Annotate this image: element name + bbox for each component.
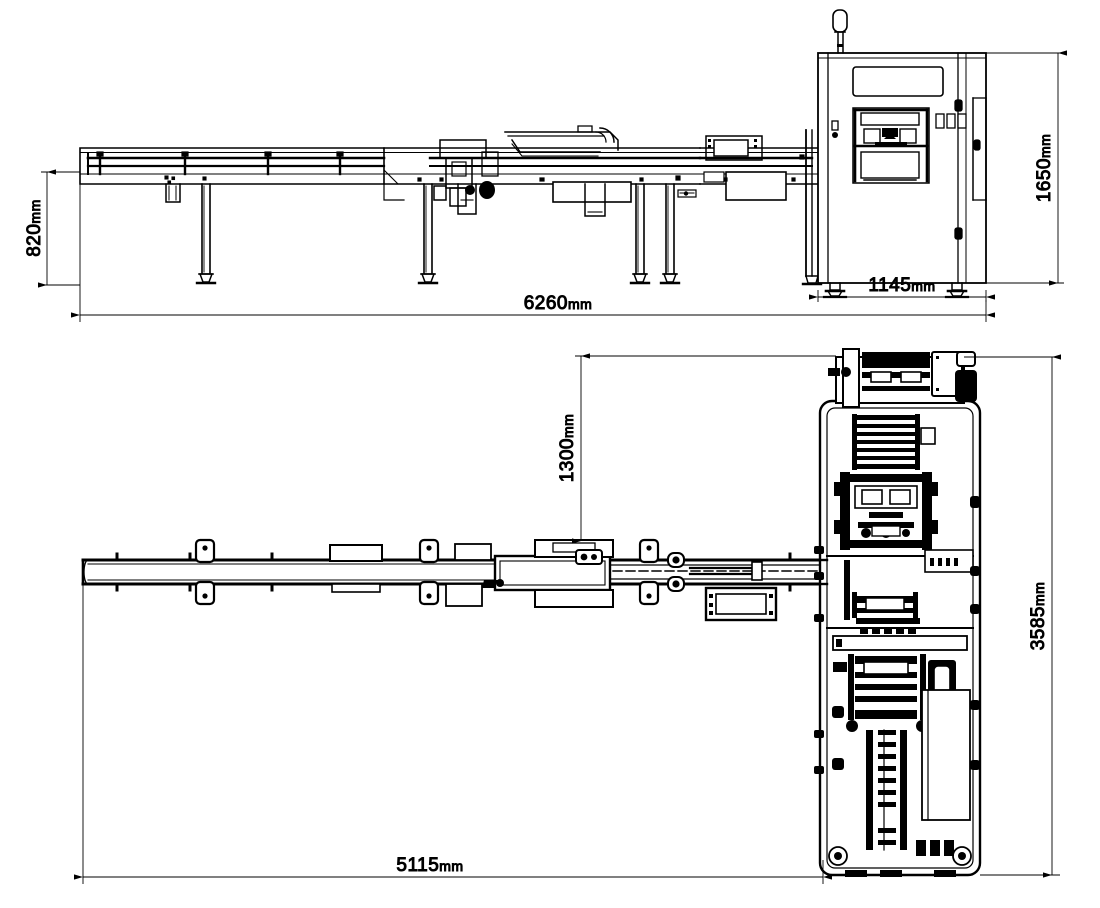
dimension-1145mm-label: 1145mm [868,275,935,296]
dimension-820mm [38,169,80,288]
dimension-6260mm-label: 6260mm [524,293,593,314]
transfer-module-elevation [698,129,823,286]
elevation-dimensions: 820mm 6260mm 1145mm 1650mm [24,50,1067,322]
conveyor-bracket [638,538,660,606]
dimension-5115mm [74,560,832,884]
machine-cabinet-plan [814,348,982,877]
conveyor-machinery-section-elevation [383,125,702,285]
side-elevation-view [79,9,987,299]
dimension-1300mm-label: 1300mm [557,414,578,483]
conveyor-bracket [418,538,440,606]
dimension-3585mm [964,354,1061,878]
conveyor-leg [659,183,681,285]
dimension-3585mm-label: 3585mm [1028,582,1049,651]
lower-mechanism-plan [814,635,980,877]
dimension-1145mm [809,290,995,302]
conveyor-leg [417,183,439,285]
dimension-5115mm-label: 5115mm [396,855,463,876]
conveyor-leg [195,183,217,285]
machine-cabinet-elevation [817,9,987,299]
top-drive-assembly-plan [828,348,977,408]
plan-view [81,348,982,877]
dimension-1650mm [986,50,1067,286]
mid-section-plan [814,496,980,634]
dimension-1650mm-label: 1650mm [1034,134,1055,203]
plan-dimensions: 1300mm 3585mm 5115mm [74,353,1061,884]
dimension-820mm-label: 820mm [24,199,45,257]
conveyor-bracket [194,538,216,606]
conveyor-machinery-section-plan [445,538,822,622]
dimension-1300mm [572,353,836,544]
infeed-conveyor-elevation [79,147,386,285]
conveyor-leg [629,183,651,285]
upper-mechanism-plan [834,414,938,550]
dimension-6260mm [71,172,995,322]
